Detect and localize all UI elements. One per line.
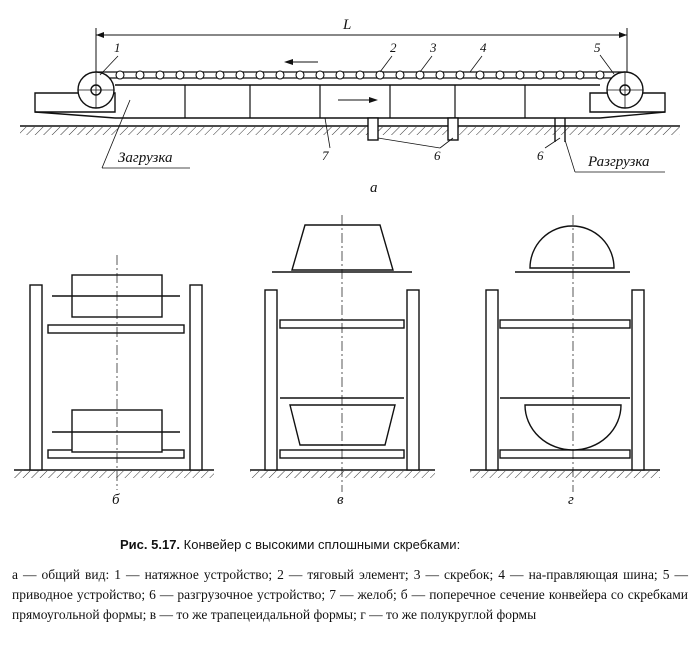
figure-legend: а — общий вид: 1 — натяжное устройство; … [12, 565, 688, 625]
legend-item: 5 — приводное устройство; [12, 567, 688, 602]
general-view [20, 28, 680, 173]
figure-number: Рис. 5.17. [120, 537, 181, 552]
label-3: 3 [430, 40, 437, 55]
figure-title: Конвейер с высокими сплошными скребками: [183, 537, 461, 552]
section-label-b: б [112, 492, 120, 508]
legend-item: 6 — разгрузочное устройство; [149, 587, 330, 602]
legend-item: 1 — натяжное устройство; [114, 567, 278, 582]
legend-item: 4 — на-правляющая шина; [498, 567, 663, 582]
length-label: L [343, 17, 352, 33]
legend-item: в — то же трапецеидальной формы; [149, 607, 361, 622]
label-7: 7 [322, 148, 329, 163]
legend-item: 2 — тяговый элемент; [277, 567, 414, 582]
label-5: 5 [594, 40, 601, 55]
unloading-label: Разгрузка [588, 154, 650, 170]
figure-caption: Рис. 5.17. Конвейер с высокими сплошными… [120, 537, 640, 552]
drive-sprocket [606, 71, 644, 109]
section-trapezoidal [250, 215, 435, 492]
label-1: 1 [114, 40, 121, 55]
conveyor-figure [14, 28, 680, 492]
view-label-a: а [370, 180, 378, 196]
legend-item: 7 — желоб; [329, 587, 401, 602]
section-rectangular [14, 255, 214, 490]
section-semicircular [470, 215, 660, 492]
section-label-v: в [337, 492, 344, 508]
legend-item: г — то же полукруглой формы [360, 607, 537, 622]
section-label-g: г [568, 492, 574, 508]
legend-item: б — поперечное сечение конвейера со скре… [12, 587, 688, 622]
label-2: 2 [390, 40, 397, 55]
label-6-supports: 6 [434, 148, 441, 163]
tension-sprocket [77, 71, 115, 109]
label-4: 4 [480, 40, 487, 55]
loading-label: Загрузка [118, 150, 173, 166]
legend-item: 3 — скребок; [413, 567, 499, 582]
legend-item: а — общий вид: [12, 567, 115, 582]
label-6-unload: 6 [537, 148, 544, 163]
